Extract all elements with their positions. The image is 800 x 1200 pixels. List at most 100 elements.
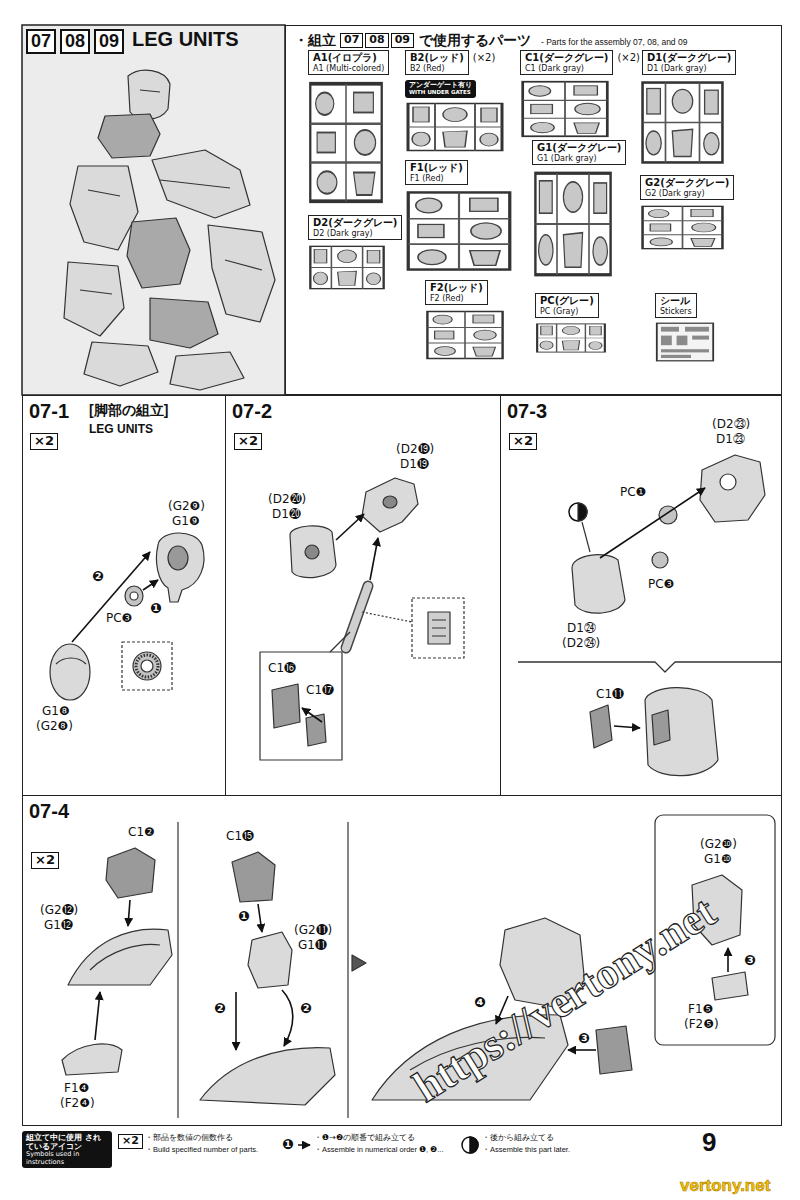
part-callout: PC❸ xyxy=(648,578,674,592)
step-order: ❶ xyxy=(150,600,162,616)
tag-text: シール xyxy=(660,295,692,307)
step-07-1-parts xyxy=(125,586,143,606)
leg-exploded-view xyxy=(170,352,244,390)
under-gate-badge: アンダーゲート有りWITH UNDER GATES xyxy=(405,80,476,98)
tag-text: アンダーゲート有り xyxy=(409,82,472,89)
step-07-2-parts xyxy=(412,598,464,658)
panel-heading: - Parts for the assembly 07, 08, and 09 xyxy=(541,37,687,47)
step-order: ❸ xyxy=(578,1030,590,1046)
step-07-4-parts xyxy=(248,932,292,988)
page-title: LEG UNITS xyxy=(132,28,239,51)
icon-legend-box: 組立て中に使用 されているアイコンSymbols used in instruc… xyxy=(22,1131,112,1168)
runner-sketch xyxy=(408,192,510,269)
leg-exploded-view xyxy=(150,298,218,348)
step-07-4-parts xyxy=(62,1044,122,1075)
part-callout: PC❶ xyxy=(620,486,646,500)
tag-text: D1 (Dark gray) xyxy=(647,64,731,73)
assembly-number: 08 xyxy=(60,29,90,54)
runner-tag: F1(レッド)F1 (Red) xyxy=(405,160,468,185)
runner-tag: D2(ダークグレー)D2 (Dark gray) xyxy=(308,215,402,240)
legend-symbols xyxy=(462,1137,478,1153)
legend-symbols xyxy=(298,1144,310,1146)
runner-tag: B2(レッド)B2 (Red) xyxy=(405,50,469,75)
step-07-2-parts xyxy=(330,632,350,652)
assembly-arrow xyxy=(235,992,237,1050)
tag-text: B2 (Red) xyxy=(410,64,464,73)
assembly-arrow xyxy=(727,948,729,972)
part-callout: D1⓳ xyxy=(400,458,429,472)
step-07-4-parts xyxy=(177,822,178,1118)
runner-sketch xyxy=(657,323,713,361)
step-07-3-parts xyxy=(518,455,782,776)
part-callout: PC❸ xyxy=(106,612,132,626)
sticker-tag: シールStickers xyxy=(655,293,697,318)
part-callout: (D2⓴) xyxy=(268,493,306,507)
quantity-box: ×2 xyxy=(509,433,537,450)
step-07-4-parts xyxy=(62,815,775,1118)
leg-exploded-view xyxy=(128,70,170,119)
legend-icon: ×2 xyxy=(118,1134,143,1149)
tag-text: C1(ダークグレー) xyxy=(525,52,608,64)
assembly-arrow xyxy=(568,1049,596,1051)
step-07-2-parts xyxy=(290,526,336,578)
tag-text: G1(ダークグレー) xyxy=(537,142,621,154)
tag-text: D2(ダークグレー) xyxy=(313,217,397,229)
tag-text: C1 (Dark gray) xyxy=(525,64,608,73)
legend-text: ・部品を数値の個数作る xyxy=(145,1133,233,1142)
panel-heading: 07-3 xyxy=(507,400,547,423)
step-07-2-parts xyxy=(432,620,446,636)
part-callout: (G2❽) xyxy=(36,720,73,734)
step-07-3-parts xyxy=(572,555,625,614)
part-callout: (D2㉔) xyxy=(562,637,600,651)
runner-tag: A1(イロプラ)A1 (Multi-colored) xyxy=(308,50,389,75)
assembly-arrow xyxy=(302,708,322,722)
runner-sketch xyxy=(427,312,502,359)
step-07-1-parts xyxy=(122,642,172,690)
quantity-box: ×2 xyxy=(30,433,58,450)
step-07-3-parts xyxy=(720,474,736,490)
part-callout: (F2❹) xyxy=(60,1097,95,1111)
step-07-1-parts xyxy=(136,655,158,677)
step-07-2-parts xyxy=(305,545,319,559)
tag-text: PC(グレー) xyxy=(540,295,594,307)
part-callout: D1㉓ xyxy=(716,433,745,447)
step-panel: 07-2 xyxy=(225,395,501,796)
tag-text: Stickers xyxy=(660,307,692,316)
tag-text: A1 (Multi-colored) xyxy=(313,64,384,73)
tag-text: PC (Gray) xyxy=(540,307,594,316)
part-callout: (G2⓫) xyxy=(294,924,332,938)
tag-text: F2(レッド) xyxy=(430,282,483,294)
assembly-number: 08 xyxy=(365,33,388,48)
assembly-number: 07 xyxy=(340,33,363,48)
part-callout: G1❾ xyxy=(172,515,200,529)
part-callout: C1⓯ xyxy=(226,830,254,844)
tag-text: B2(レッド) xyxy=(410,52,464,64)
legend-text: ・❶→❷の順番で組み立てる xyxy=(314,1133,415,1142)
assembly-arrow xyxy=(72,552,150,642)
panel-heading: ・組立 xyxy=(294,32,336,50)
tag-text: A1(イロプラ) xyxy=(313,52,384,64)
step-07-3-parts xyxy=(645,688,718,776)
header-panel xyxy=(22,25,285,395)
step-07-2-parts xyxy=(383,496,397,508)
step-07-1-parts xyxy=(50,644,90,700)
step-07-2-parts xyxy=(362,478,418,532)
step-07-4-parts xyxy=(352,955,366,971)
part-callout: C1⓱ xyxy=(306,684,334,698)
assembly-arrow xyxy=(72,552,158,642)
leg-exploded-view xyxy=(98,114,160,158)
legend-text: ・後から組み立てる xyxy=(482,1133,554,1142)
panel-heading: 07-2 xyxy=(232,400,272,423)
step-panel: 07-1[脚部の組立]LEG UNITS xyxy=(22,395,226,796)
part-callout: G1❽ xyxy=(42,705,70,719)
assembly-arrow xyxy=(614,726,640,728)
step-07-1-parts xyxy=(168,546,188,570)
assembly-arrow xyxy=(143,580,158,590)
assembly-number: 07 xyxy=(26,29,56,54)
part-callout: G1⓫ xyxy=(298,939,327,953)
leg-exploded-view xyxy=(127,218,190,288)
assembly-arrow xyxy=(302,514,378,722)
step-07-2-parts xyxy=(428,612,450,644)
leg-exploded-view xyxy=(84,342,158,386)
